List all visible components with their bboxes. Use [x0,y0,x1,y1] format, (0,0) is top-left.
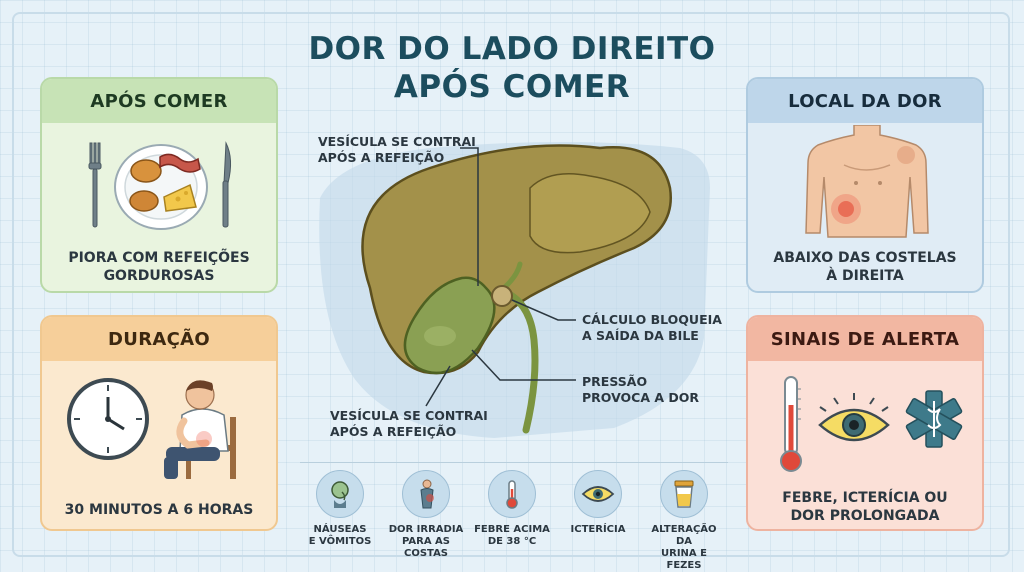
nausea-icon [316,470,364,518]
gallstone [491,285,513,307]
symptom-urine-stool: ALTERAÇÃO DA URINA E FEZES [642,470,726,572]
after-eating-heading: APÓS COMER [42,79,276,123]
warning-signs-text: FEBRE, ICTERÍCIA OU DOR PROLONGADA [782,490,948,524]
symptom-nausea: NÁUSEAS E VÔMITOS [298,470,382,548]
gallbladder [403,276,496,375]
person-holding-abdomen-icon [164,380,236,479]
after-eating-card: APÓS COMER PIORA COM REFEIÇÕES GORDUROSA… [40,77,278,293]
warning-signs-card: SINAIS DE ALERTA FEBRE, ICTERÍCIA OU DOR… [746,315,984,531]
label-stone-blocks-bile: CÁLCULO BLOQUEIA A SAÍDA DA BILE [582,312,722,343]
gallbladder-diagram: VESÍCULA SE CONTRAI APÓS A REFEIÇÃO CÁLC… [300,118,730,458]
duration-card: DURAÇÃO 30 MINUTOS A 6 HORAS [40,315,278,531]
symptom-fever-label: FEBRE ACIMA DE 38 °C [474,524,550,547]
eye-icon [818,393,890,442]
after-eating-text: PIORA COM REFEIÇÕES GORDUROSAS [68,250,250,284]
torso-icon [805,125,929,238]
thermometer-small-icon [488,470,536,518]
pain-location-text: ABAIXO DAS COSTELAS À DIREITA [773,250,957,284]
title-line-2: APÓS COMER [393,69,631,105]
pain-location-heading: LOCAL DA DOR [748,79,982,123]
page-title: DOR DO LADO DIREITO APÓS COMER [262,30,762,106]
warning-signs-heading: SINAIS DE ALERTA [748,317,982,361]
symptom-back-pain: DOR IRRADIA PARA AS COSTAS [384,470,468,560]
duration-heading: DURAÇÃO [42,317,276,361]
liver-right-lobe [529,173,651,254]
thermometer-icon [780,376,802,472]
symptom-divider [300,462,728,463]
clock-icon [67,378,149,460]
label-gallbladder-contracts-bottom: VESÍCULA SE CONTRAI APÓS A REFEIÇÃO [330,408,488,439]
label-pressure-causes-pain: PRESSÃO PROVOCA A DOR [582,374,700,405]
pain-location-card: LOCAL DA DOR ABAIXO DAS COSTELAS À DIREI… [746,77,984,293]
liver-gallbladder-illustration [319,142,710,438]
medical-star-icon [905,390,963,448]
fatty-meal-icon [88,141,232,230]
back-pain-icon [402,470,450,518]
symptom-jaundice-label: ICTERÍCIA [570,524,626,535]
poster-frame [12,12,1010,557]
symptom-urine-stool-label: ALTERAÇÃO DA URINA E FEZES [651,524,717,571]
duration-text: 30 MINUTOS A 6 HORAS [64,502,254,518]
eye-small-icon [574,470,622,518]
symptom-jaundice: ICTERÍCIA [556,470,640,536]
urine-cup-icon [660,470,708,518]
symptom-back-pain-label: DOR IRRADIA PARA AS COSTAS [388,524,464,559]
symptom-nausea-label: NÁUSEAS E VÔMITOS [308,524,372,547]
symptom-fever: FEBRE ACIMA DE 38 °C [470,470,554,548]
bile-duct [496,286,539,434]
title-line-1: DOR DO LADO DIREITO [308,31,716,67]
label-gallbladder-contracts-top: VESÍCULA SE CONTRAI APÓS A REFEIÇÃO [318,134,476,165]
knife-icon [222,141,232,228]
fork-icon [88,142,102,228]
